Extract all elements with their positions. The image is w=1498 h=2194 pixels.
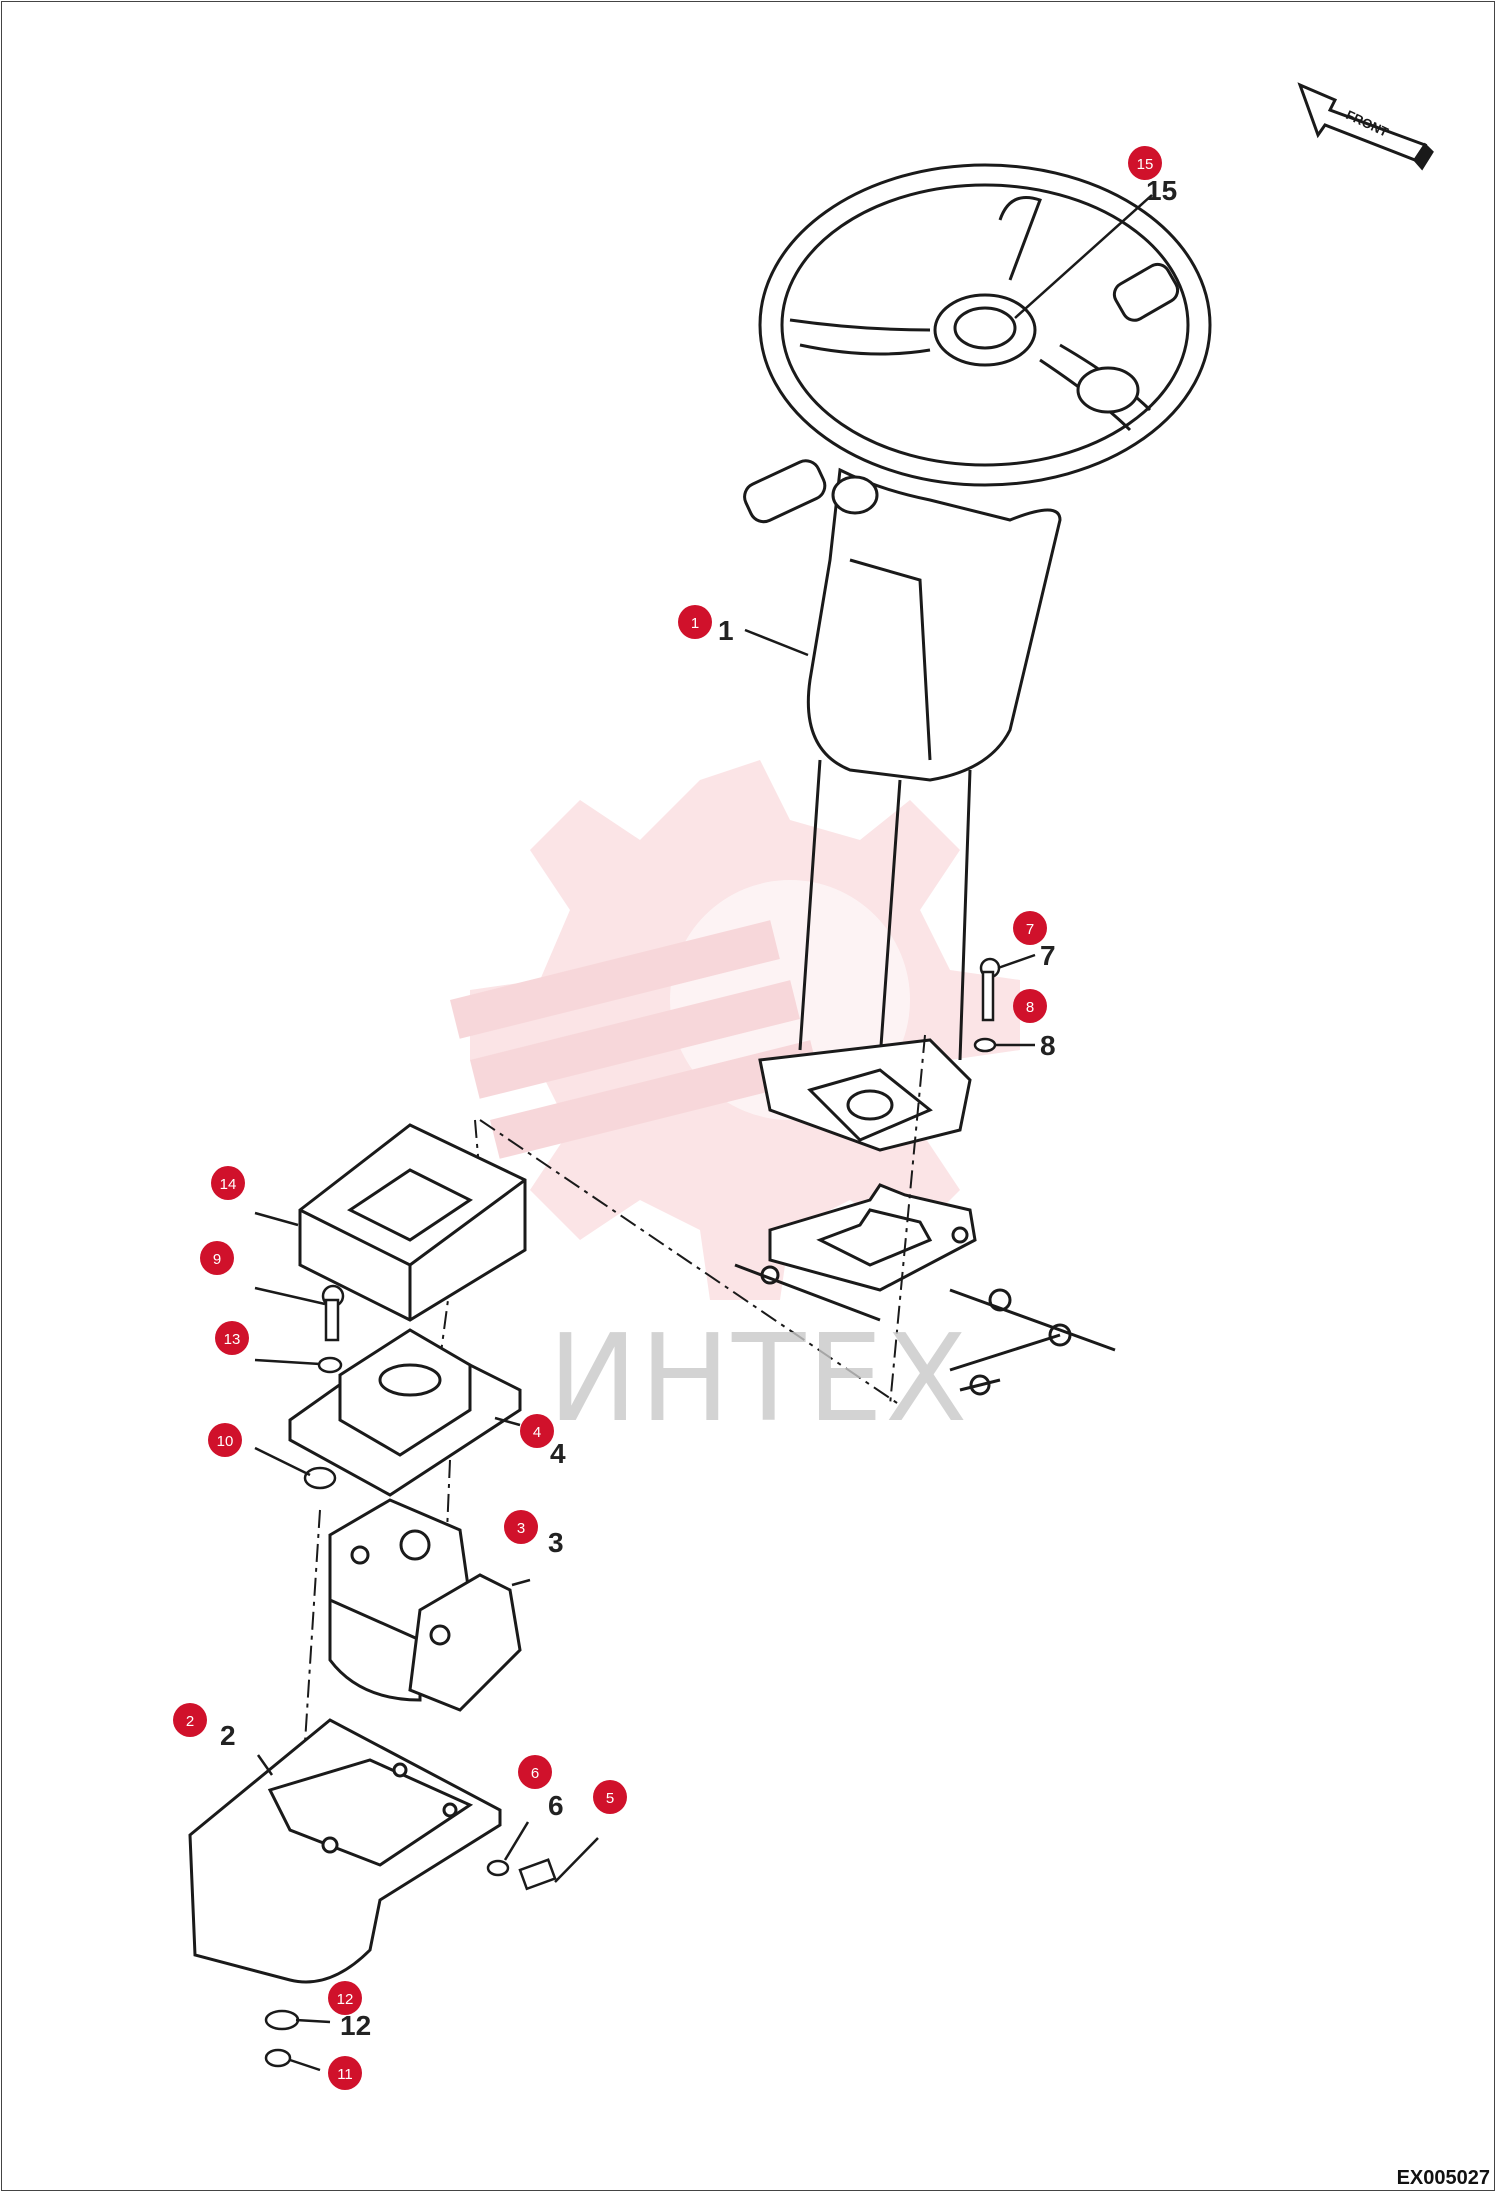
badge-12: 12 <box>328 1981 362 2015</box>
drawing-code: EX005027 <box>1396 2167 1490 2189</box>
badge-7: 7 <box>1013 911 1047 945</box>
badge-8: 8 <box>1013 989 1047 1023</box>
label-3: 3 <box>548 1527 564 1558</box>
label-15: 15 <box>1146 175 1177 206</box>
washer-6-icon <box>486 1859 510 1877</box>
label-8: 8 <box>1040 1030 1056 1061</box>
svg-text:9: 9 <box>213 1251 221 1268</box>
badge-5: 5 <box>593 1780 627 1814</box>
svg-text:13: 13 <box>224 1331 241 1348</box>
badge-15: 15 <box>1128 146 1162 180</box>
svg-text:14: 14 <box>220 1176 237 1193</box>
svg-text:7: 7 <box>1026 921 1034 938</box>
badge-14: 14 <box>211 1166 245 1200</box>
leader-lines <box>254 194 1153 2072</box>
washer-12-icon <box>264 2009 300 2031</box>
svg-text:10: 10 <box>217 1433 234 1450</box>
label-12: 12 <box>340 2010 371 2041</box>
bolt-9-icon <box>321 1284 345 1342</box>
fasteners <box>264 957 1001 2068</box>
nut-11-icon <box>264 2048 292 2068</box>
badge-13: 13 <box>215 1321 249 1355</box>
svg-text:1: 1 <box>691 615 699 632</box>
label-6: 6 <box>548 1790 564 1821</box>
badge-3: 3 <box>504 1510 538 1544</box>
svg-text:11: 11 <box>337 2066 353 2083</box>
washer-13-icon <box>317 1356 343 1374</box>
alignment-lines <box>299 1034 926 1821</box>
badge-11: 11 <box>328 2056 362 2090</box>
svg-text:15: 15 <box>1137 156 1154 173</box>
svg-text:8: 8 <box>1026 999 1034 1016</box>
label-1: 1 <box>718 615 734 646</box>
screw-5-icon <box>518 1858 557 1891</box>
adapter-plate <box>288 1328 522 1497</box>
nut-10-icon <box>303 1466 337 1490</box>
front-arrow-icon <box>1297 82 1434 171</box>
mounting-bracket <box>188 1718 502 1984</box>
svg-text:3: 3 <box>517 1520 525 1537</box>
label-2: 2 <box>220 1720 236 1751</box>
callout-badges: 1 15 7 8 14 9 13 10 4 3 2 6 5 12 11 <box>173 146 1162 2090</box>
label-4: 4 <box>550 1438 566 1469</box>
steering-unit <box>328 1498 522 1712</box>
svg-text:12: 12 <box>337 1991 354 2008</box>
callout-labels: 1 15 7 8 4 3 2 6 12 <box>220 175 1177 2041</box>
washer-8-icon <box>973 1037 997 1053</box>
badge-10: 10 <box>208 1423 242 1457</box>
column-base-plate <box>734 1183 1116 1396</box>
watermark-text: ИНТЕХ <box>548 1310 970 1449</box>
svg-text:2: 2 <box>186 1713 194 1730</box>
badge-1: 1 <box>678 605 712 639</box>
steering-wheel <box>758 163 1212 487</box>
svg-text:4: 4 <box>533 1424 541 1441</box>
badge-2: 2 <box>173 1703 207 1737</box>
svg-text:6: 6 <box>531 1765 539 1782</box>
svg-text:5: 5 <box>606 1790 614 1807</box>
badge-9: 9 <box>200 1241 234 1275</box>
badge-4: 4 <box>520 1414 554 1448</box>
steering-column <box>743 459 1062 1152</box>
bolt-7-icon <box>979 957 1001 1022</box>
label-7: 7 <box>1040 940 1056 971</box>
boot-part <box>298 1123 527 1322</box>
badge-6: 6 <box>518 1755 552 1789</box>
